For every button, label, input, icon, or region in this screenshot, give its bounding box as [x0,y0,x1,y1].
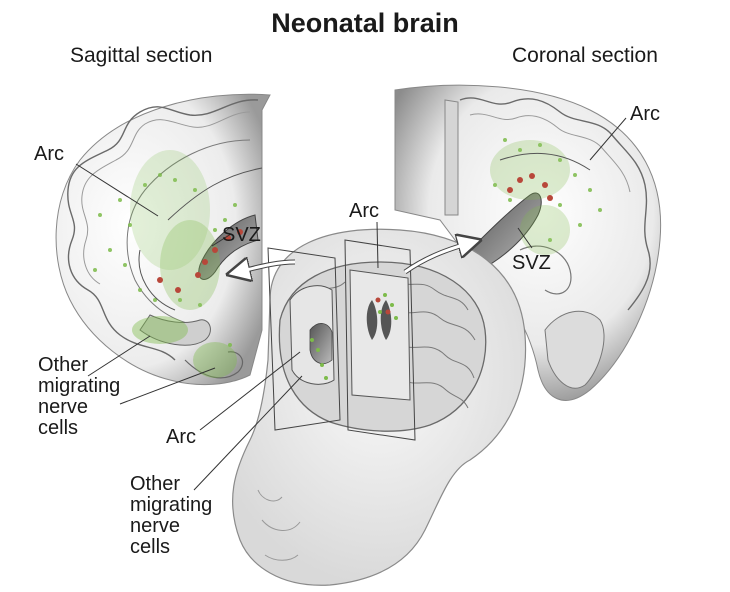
label-line: nerve [130,515,181,537]
coronal-section-title: Coronal section [512,44,658,67]
label-arc-bottom: Arc [166,426,196,448]
label-line: migrating [38,375,121,397]
label-other-migrating-cells-sagittal: Other migrating nerve cells [38,355,120,439]
label-line: cells [38,417,79,439]
label-line: migrating [130,494,213,516]
label-line: Other [130,473,181,495]
diagram-title: Neonatal brain [271,8,459,38]
label-svz-coronal: SVZ [512,252,551,274]
label-arc-sagittal: Arc [34,143,64,165]
label-arc-coronal: Arc [630,103,660,125]
label-svz-sagittal: SVZ [222,224,261,246]
sagittal-section [55,93,271,386]
label-other-migrating-cells-bottom: Other migrating nerve cells [130,474,212,558]
sagittal-section-title: Sagittal section [70,44,213,67]
label-arc-center: Arc [349,200,379,222]
label-line: Other [38,354,89,376]
leader-lines [75,117,627,491]
infant-head [233,228,527,586]
label-line: nerve [38,396,89,418]
label-line: cells [130,536,171,558]
